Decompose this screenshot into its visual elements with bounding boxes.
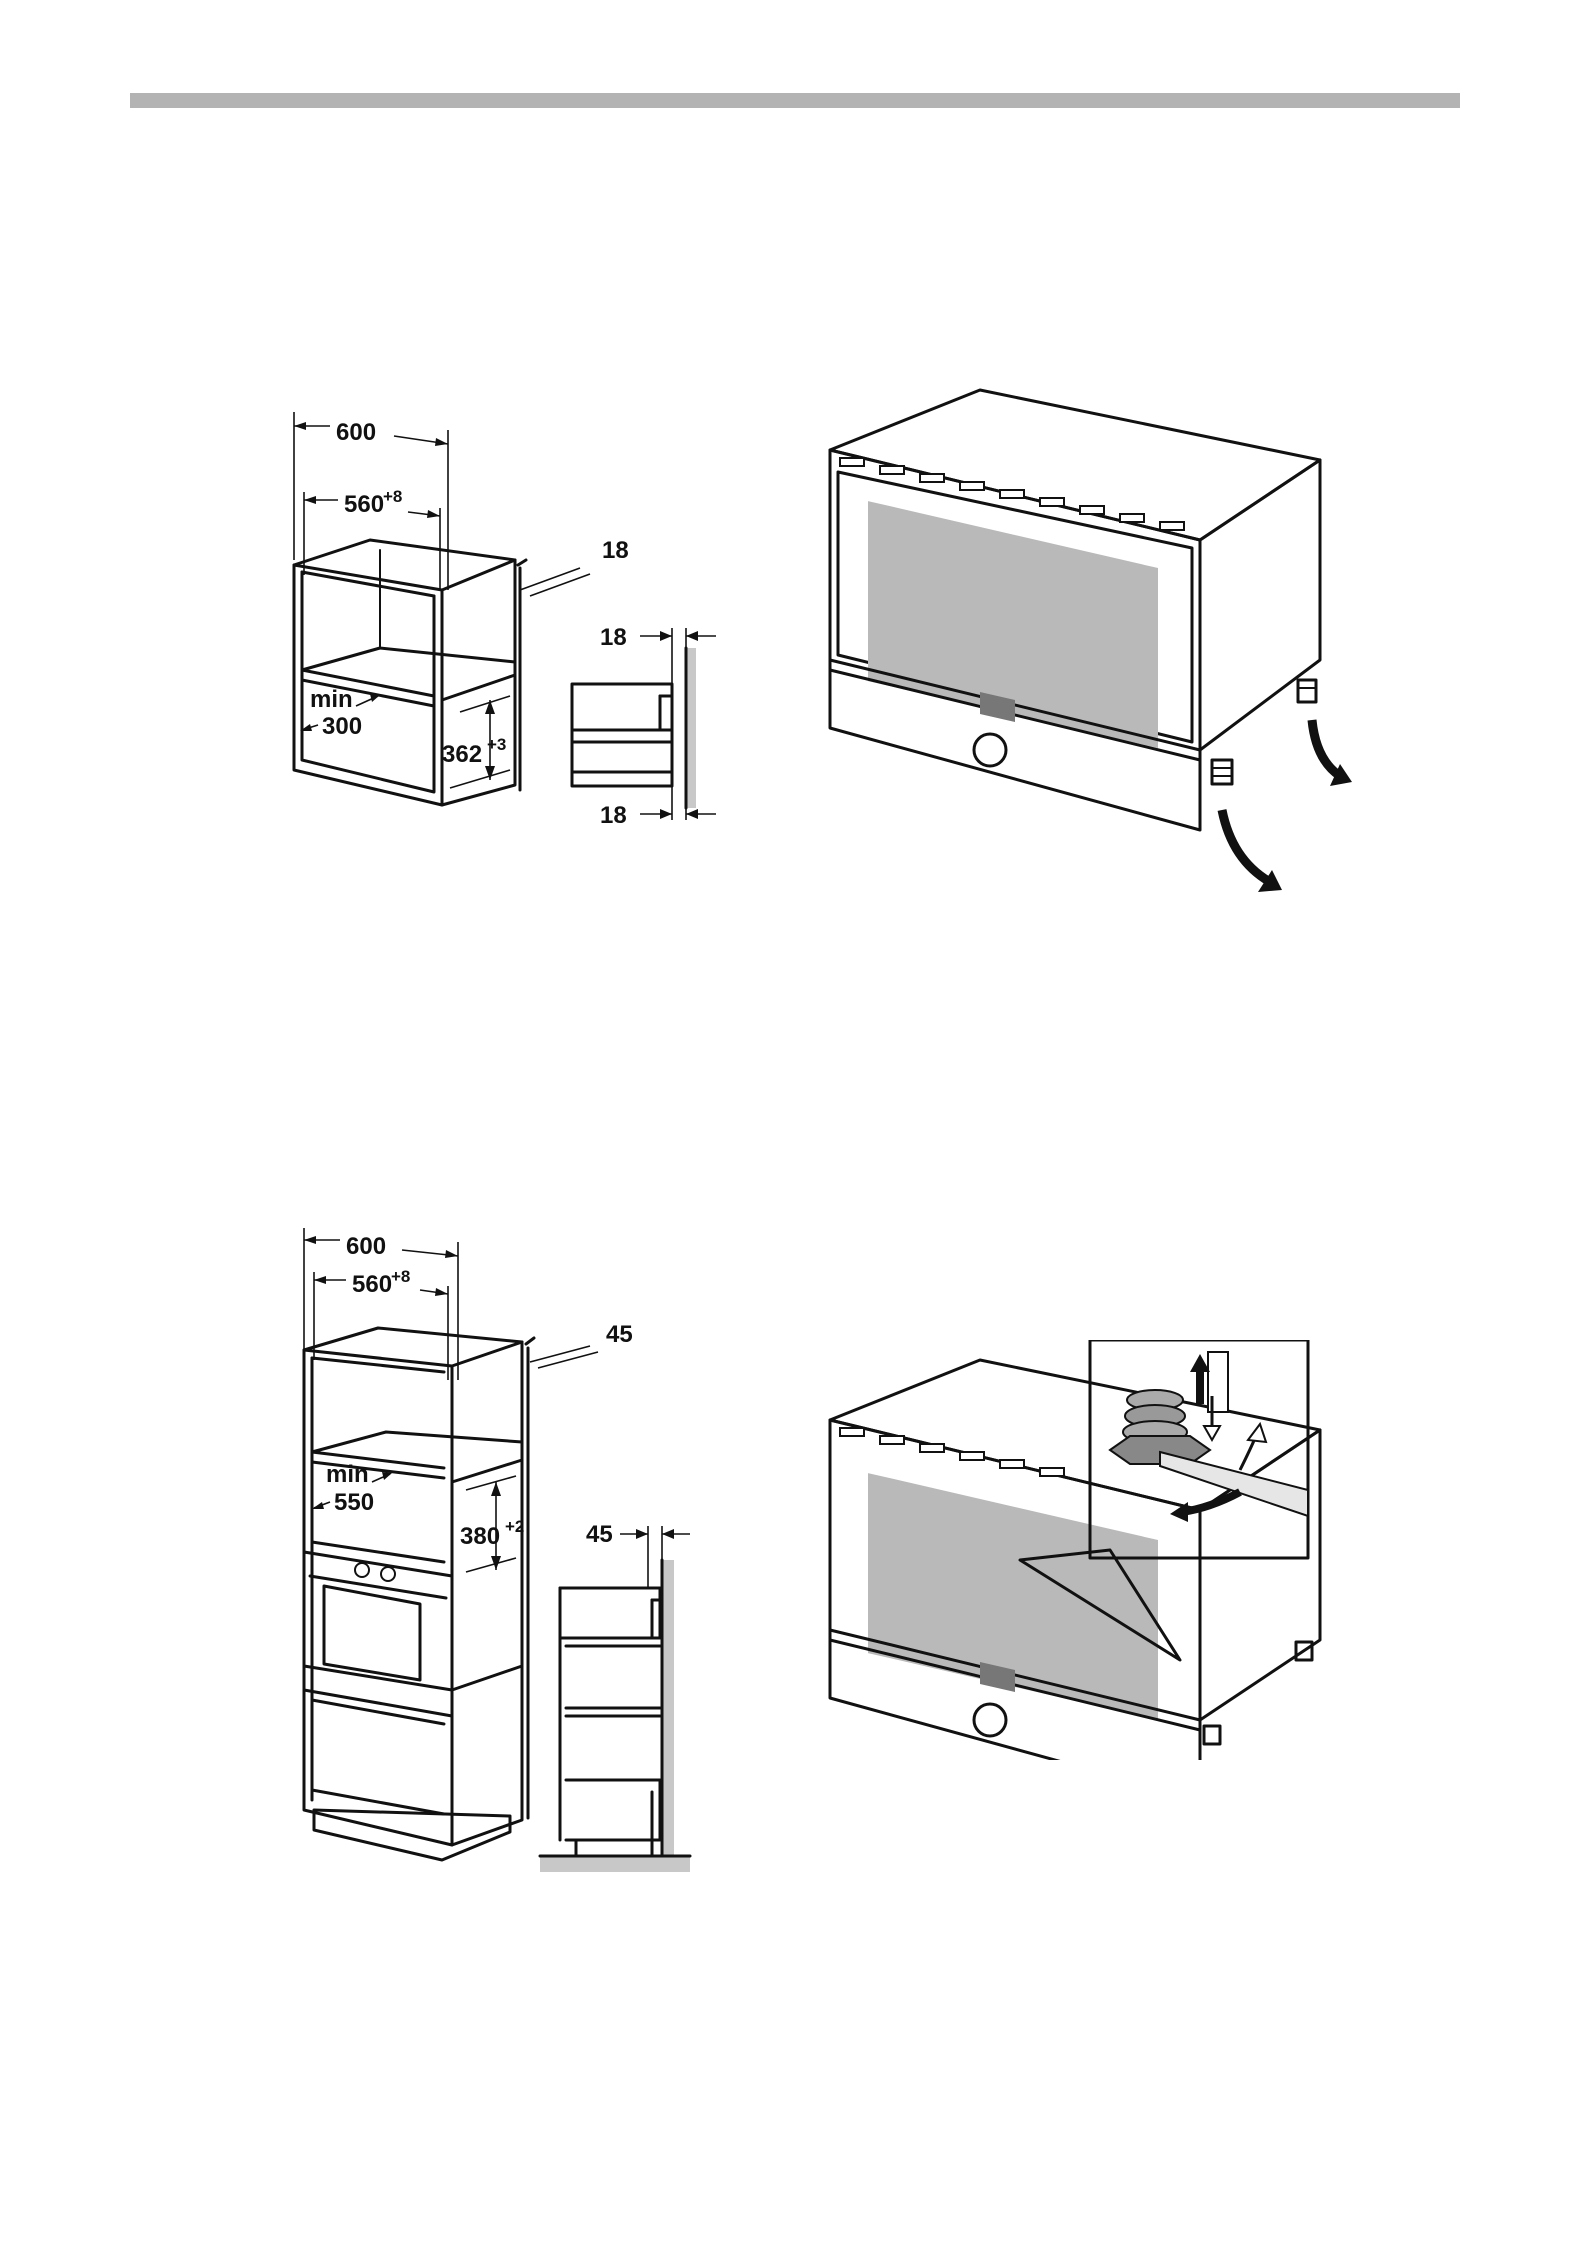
label-362-tolerance: +3	[487, 735, 506, 754]
side-profile-section: 18 18	[572, 624, 716, 829]
label-560-tolerance: +8	[391, 1267, 410, 1286]
figure-niche-dimensions-wall-cabinet: 600 560 +8 18 min 300	[280, 400, 740, 840]
header-bar	[130, 93, 1460, 108]
label-300: 300	[322, 713, 362, 740]
label-560: 560	[352, 1271, 392, 1298]
label-362: 362	[442, 741, 482, 768]
figure-niche-dimensions-tall-cabinet: 600 560 +8 45	[290, 1220, 730, 1890]
label-45-panel: 45	[606, 1321, 633, 1348]
figure-appliance-remove-feet	[820, 380, 1390, 900]
tall-cabinet-outline	[304, 1328, 534, 1860]
dimension-panel-45: 45	[530, 1321, 633, 1368]
label-min: min	[326, 1461, 369, 1488]
dimension-height-362: 362 +3	[442, 696, 510, 788]
label-18-side-bottom: 18	[600, 802, 627, 829]
curved-arrow-icon-2	[1312, 720, 1340, 776]
foot-front	[1212, 760, 1232, 784]
label-550: 550	[334, 1489, 374, 1516]
label-380: 380	[460, 1523, 500, 1550]
figure-appliance-adjust-feet	[820, 1340, 1380, 1760]
label-600: 600	[336, 419, 376, 446]
label-560: 560	[344, 491, 384, 518]
side-profile-section: 45	[540, 1521, 690, 1872]
control-knob	[974, 734, 1006, 766]
control-knob	[974, 1704, 1006, 1736]
dimension-height-380: 380 +2	[460, 1476, 524, 1572]
dimension-panel-18: 18	[520, 537, 629, 596]
curved-arrow-icon	[1222, 810, 1270, 882]
label-18-side-top: 18	[600, 624, 627, 651]
label-min: min	[310, 686, 353, 713]
label-18-panel: 18	[602, 537, 629, 564]
label-560-tolerance: +8	[383, 487, 402, 506]
label-600: 600	[346, 1233, 386, 1260]
foot-front	[1204, 1726, 1220, 1744]
label-45-side: 45	[586, 1521, 613, 1548]
appliance-body	[830, 1360, 1320, 1760]
appliance-body	[830, 390, 1320, 830]
cabinet-outline	[294, 540, 526, 805]
label-380-tolerance: +2	[505, 1517, 524, 1536]
foot-back	[1298, 680, 1316, 702]
